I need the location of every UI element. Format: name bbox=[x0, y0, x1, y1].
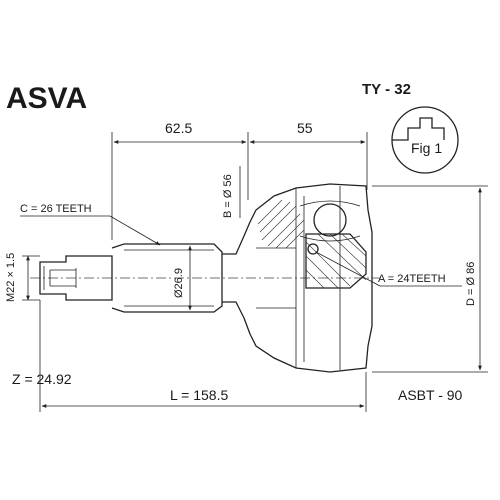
part-number: TY - 32 bbox=[362, 81, 411, 98]
joint-body bbox=[30, 183, 380, 373]
dim-length-a: 62.5 bbox=[165, 120, 192, 136]
top-dimensions: 62.5 55 bbox=[111, 120, 368, 240]
dim-outer-diameter: D = Ø 86 bbox=[465, 262, 477, 306]
dim-length-b: 55 bbox=[297, 120, 313, 136]
brand-logo: ASVA bbox=[6, 82, 87, 115]
dim-inner-teeth: A = 24TEETH bbox=[378, 273, 446, 285]
fig-detail: Fig 1 bbox=[391, 106, 459, 174]
dim-thread: M22 × 1.5 bbox=[5, 253, 17, 302]
cross-reference: ASBT - 90 bbox=[398, 387, 463, 403]
dim-z-value: Z = 24.92 bbox=[12, 371, 72, 387]
dim-outer-teeth: C = 26 TEETH bbox=[20, 203, 92, 215]
dim-total-length: L = 158.5 bbox=[170, 387, 228, 403]
dim-shaft-diameter: Ø26.9 bbox=[173, 268, 185, 298]
fig-label: Fig 1 bbox=[411, 140, 442, 156]
dim-bore-diameter: B = Ø 56 bbox=[222, 174, 234, 218]
